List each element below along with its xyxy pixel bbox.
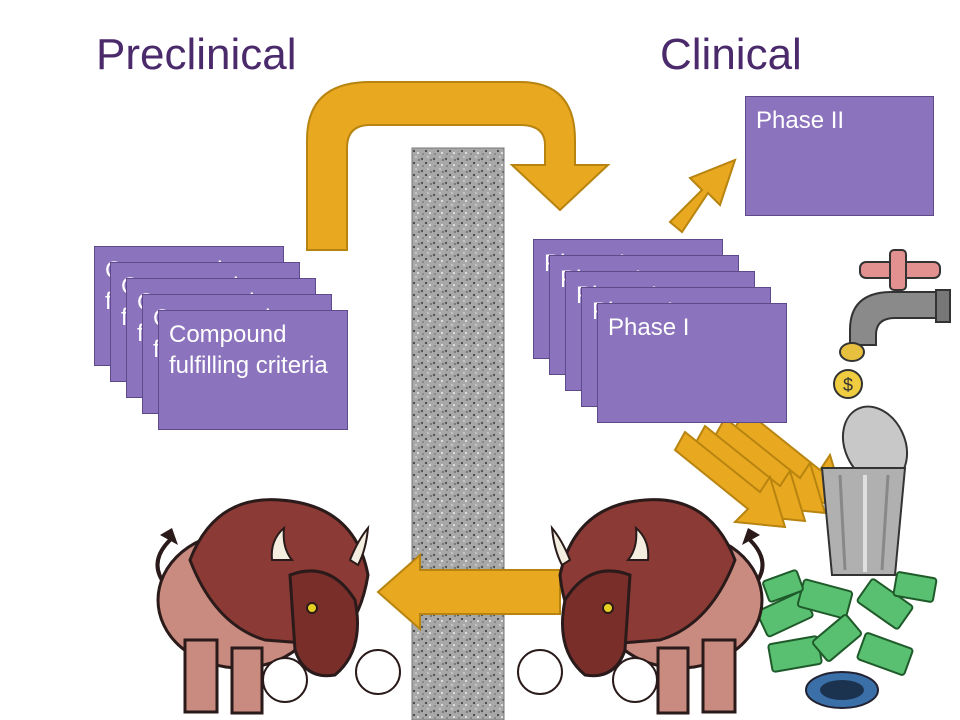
- bison-icon: [155, 498, 401, 715]
- svg-text:$: $: [843, 375, 853, 395]
- curved-arrow-icon: [306, 81, 611, 251]
- arrow-to-phase2-icon: [668, 158, 737, 234]
- preclinical-heading: Preclinical: [96, 30, 297, 79]
- faucet-icon: [849, 249, 951, 346]
- coin-icon: $: [833, 342, 865, 399]
- barrier-wall-icon: [411, 147, 505, 720]
- compound-card: Compound fulfilling criteria: [158, 310, 348, 430]
- phase1-card: Phase I: [597, 303, 787, 423]
- phase2-card: Phase II: [745, 96, 934, 216]
- money-drain-icon: [756, 569, 938, 709]
- return-arrow-icon: [376, 552, 561, 632]
- arrows-to-trash-icon: [673, 408, 847, 529]
- trash-can-icon: [820, 405, 909, 576]
- bison-icon: [517, 498, 765, 715]
- clinical-heading: Clinical: [660, 30, 802, 79]
